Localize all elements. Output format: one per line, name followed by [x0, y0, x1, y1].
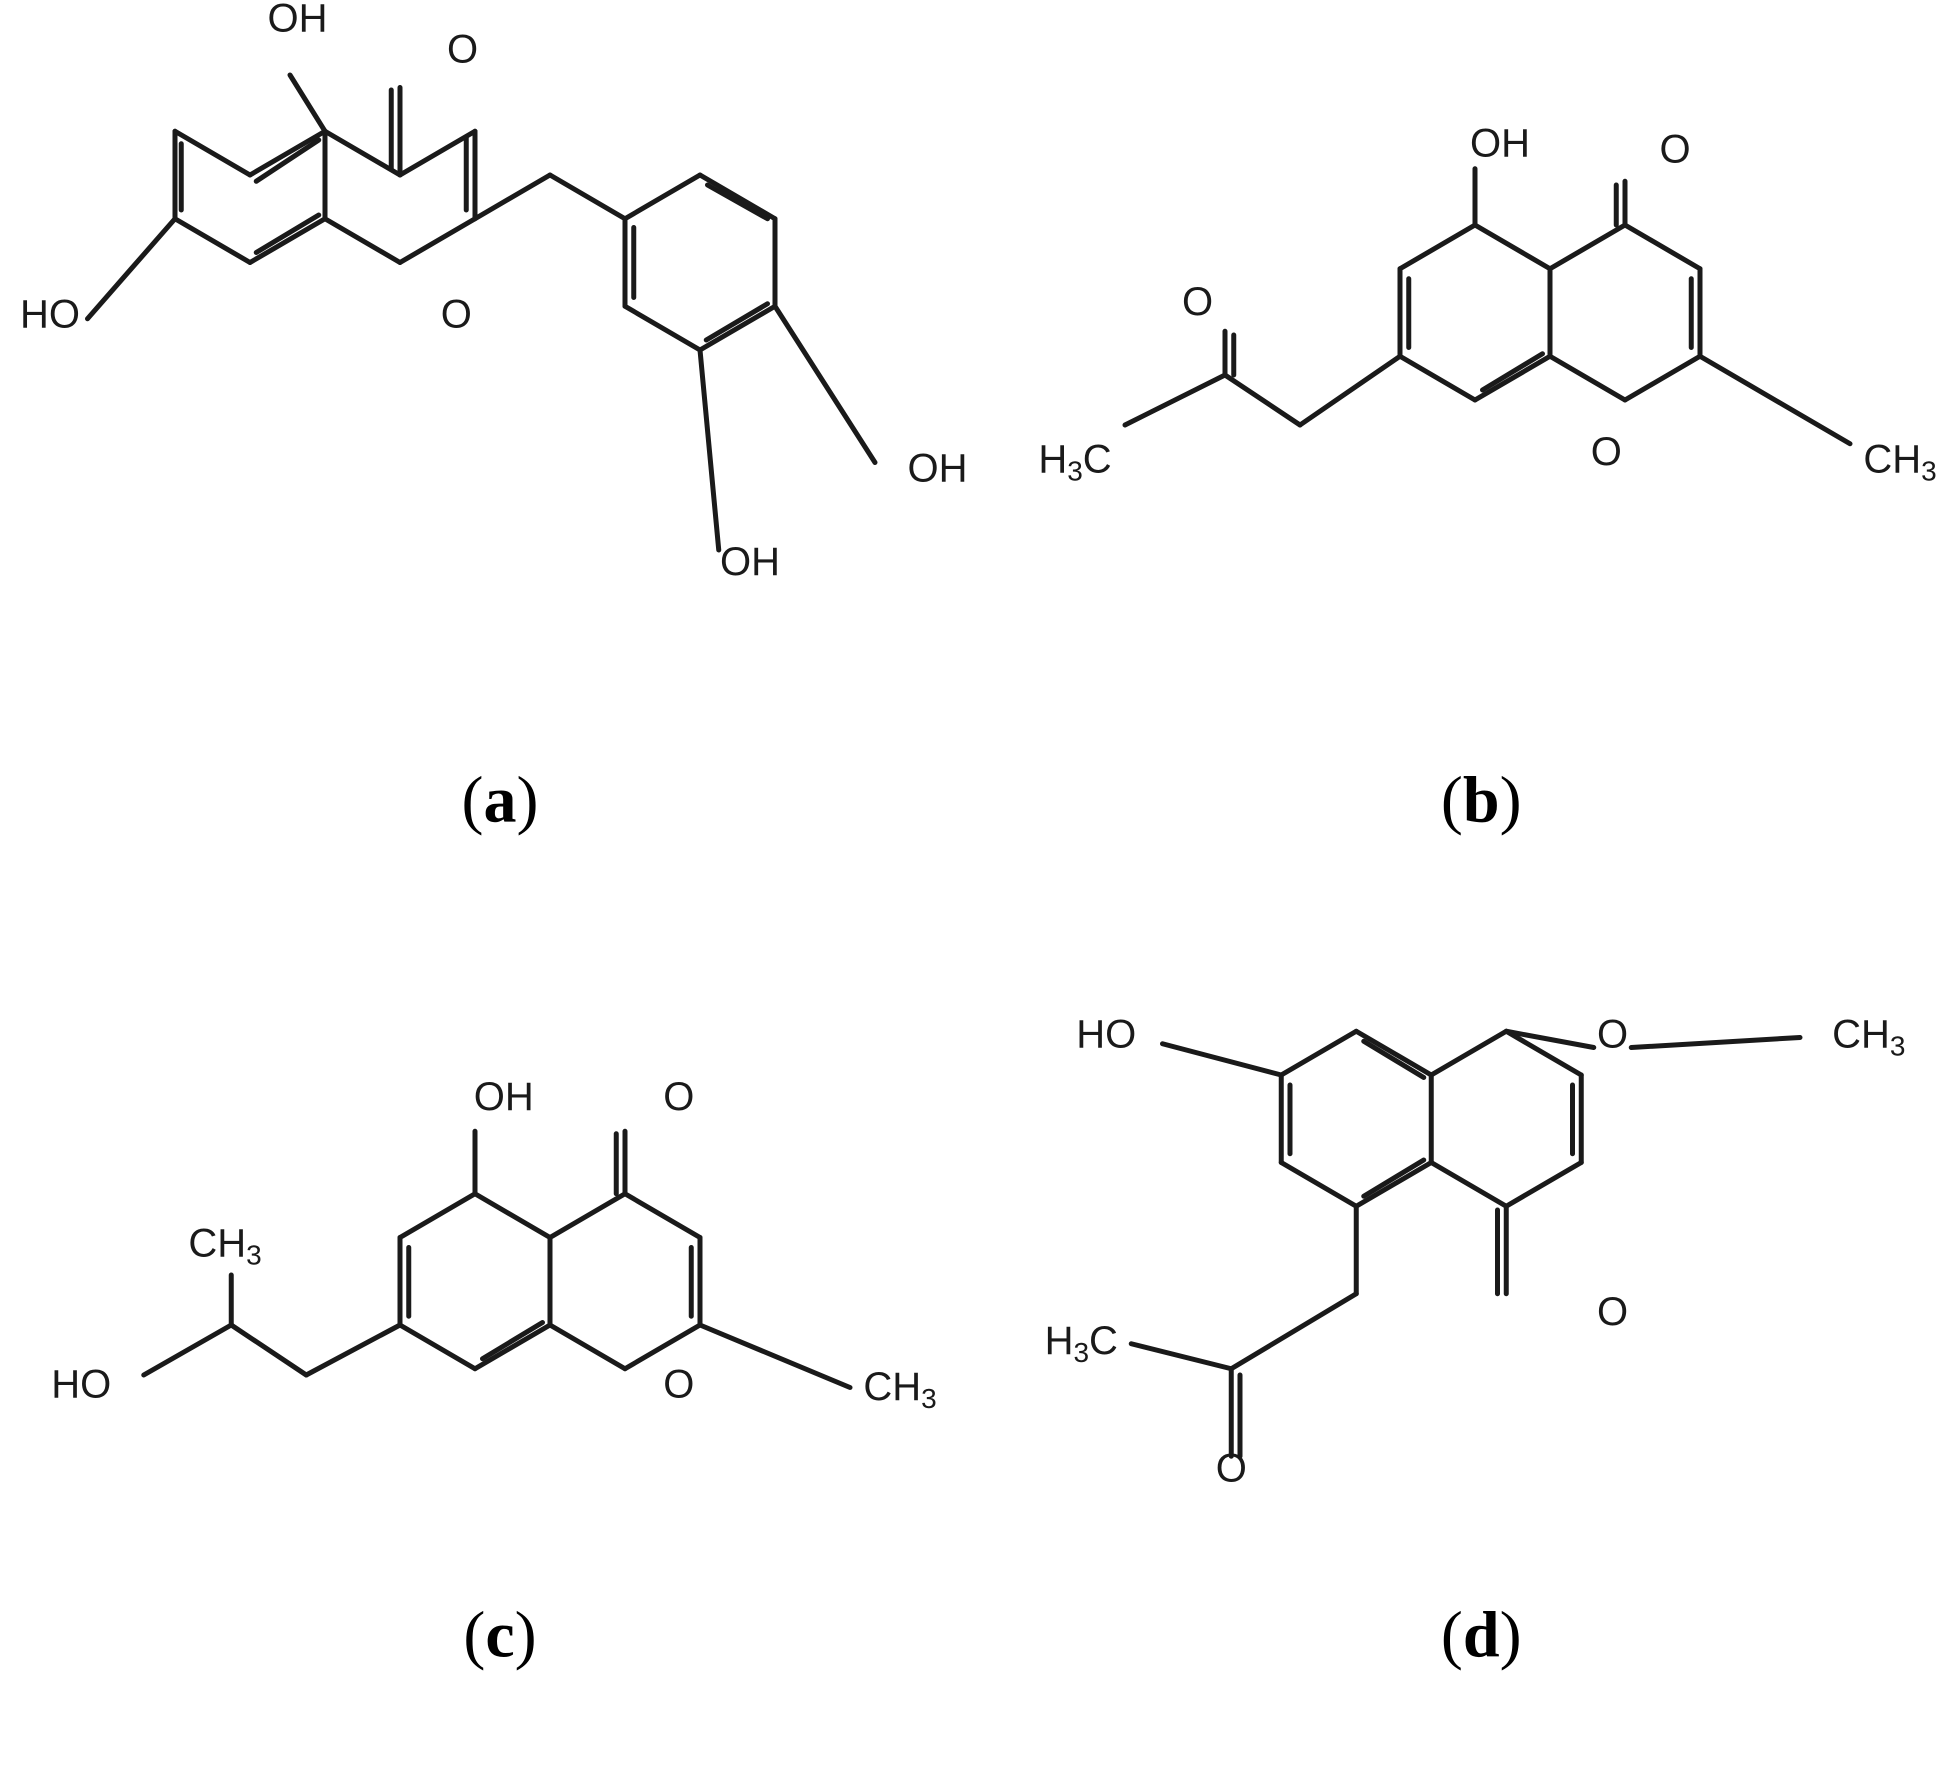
- bond-line: [697, 303, 778, 353]
- bond-line: [247, 216, 328, 265]
- panel-caption-d: (d): [1441, 1598, 1522, 1671]
- panel-caption-a: (a): [462, 763, 539, 836]
- bond-line: [1428, 1028, 1509, 1078]
- bond-line: [1278, 1160, 1359, 1209]
- bond-line: [303, 1322, 403, 1378]
- bond-line: [1697, 353, 1853, 447]
- structure-panel-a: OH O HO O OH OH (a): [20, 0, 968, 836]
- bond-line: [85, 216, 178, 322]
- bond-line: [228, 1322, 309, 1378]
- atom-label-h3c: H3C: [1038, 438, 1111, 487]
- atom-label-oh-5: OH: [268, 0, 328, 40]
- bond-line: [1353, 1028, 1434, 1078]
- bond-line: [397, 1191, 478, 1240]
- bond-line: [1472, 353, 1553, 403]
- bond-line: [172, 128, 253, 178]
- bond-line: [1503, 1028, 1584, 1078]
- bond-line: [622, 1191, 703, 1240]
- bond-line: [1397, 222, 1478, 272]
- bond-line: [1397, 353, 1478, 403]
- atom-label-o-4: O: [447, 28, 478, 72]
- bond-line: [547, 172, 628, 222]
- bond-line: [772, 303, 878, 465]
- panel-caption-c: (c): [463, 1598, 536, 1671]
- bond-line: [547, 1322, 628, 1372]
- bond-line: [472, 1322, 553, 1372]
- bond-line: [1547, 222, 1628, 272]
- bond-line: [1228, 1291, 1359, 1372]
- atom-label-ho-7: HO: [1076, 1013, 1136, 1057]
- bond-line: [1128, 1341, 1234, 1372]
- bond-line: [1472, 222, 1553, 272]
- bond-line: [697, 172, 778, 222]
- atom-label-o-keto: O: [1182, 280, 1213, 324]
- bond-line: [1222, 372, 1303, 428]
- bond-line: [622, 303, 703, 353]
- atom-label-o-keto: O: [1216, 1446, 1247, 1490]
- atom-label-oh-4p: OH: [908, 446, 968, 490]
- bond-line: [1503, 1028, 1597, 1050]
- atom-label-oh-5: OH: [1470, 121, 1530, 165]
- panel-caption-b: (b): [1441, 763, 1522, 836]
- bond-line: [1361, 1038, 1427, 1080]
- bond-line: [253, 137, 322, 184]
- atom-label-o-1: O: [663, 1363, 694, 1407]
- bond-line: [697, 1322, 853, 1390]
- bond-line: [480, 1320, 545, 1362]
- atom-label-ch3-2: CH3: [1863, 438, 1936, 487]
- bond-line: [322, 216, 403, 265]
- atom-label-o-4: O: [1597, 1290, 1628, 1334]
- atom-label-ho-side: HO: [51, 1363, 111, 1407]
- bond-line: [172, 216, 253, 265]
- bond-line: [697, 347, 722, 553]
- bond-line: [1503, 1160, 1584, 1209]
- atom-label-o-4: O: [663, 1075, 694, 1119]
- bond-line: [1547, 353, 1628, 403]
- bond-line: [1160, 1041, 1284, 1078]
- bond-line: [1122, 372, 1228, 428]
- structure-panel-b: OH O O H3C O CH3 (b): [1038, 121, 1936, 836]
- atom-label-h3c: H3C: [1045, 1319, 1118, 1368]
- bond-line: [622, 1322, 703, 1372]
- bond-line: [705, 182, 770, 222]
- bond-line: [253, 212, 322, 255]
- atom-label-o-1: O: [1591, 430, 1622, 474]
- bond-line: [397, 128, 478, 178]
- atom-label-ho-7: HO: [20, 293, 80, 337]
- atom-label-o-4: O: [1659, 128, 1690, 172]
- atom-label-o-1: O: [1597, 1013, 1628, 1057]
- atom-label-ch3-side: CH3: [188, 1221, 261, 1270]
- atom-label-o-1: O: [441, 293, 472, 337]
- bond-line: [141, 1322, 234, 1378]
- bond-line: [1297, 353, 1403, 428]
- bond-line: [397, 1322, 478, 1372]
- bond-line: [472, 172, 553, 222]
- bond-line: [1428, 1160, 1509, 1209]
- bond-line: [397, 216, 478, 265]
- bond-line: [1622, 353, 1703, 403]
- bond-line: [322, 128, 403, 178]
- bond-line: [1628, 1035, 1803, 1050]
- atom-label-oh-5: OH: [474, 1075, 534, 1119]
- bond-line: [622, 172, 703, 222]
- bond-line: [1361, 1157, 1427, 1199]
- bond-line: [1353, 1160, 1434, 1209]
- atom-label-ch3-2: CH3: [1832, 1013, 1905, 1062]
- bond-line: [1480, 351, 1545, 393]
- bond-line: [287, 72, 328, 134]
- bond-line: [547, 1191, 628, 1240]
- atom-label-ch3-2: CH3: [863, 1365, 936, 1414]
- bond-line: [1278, 1028, 1359, 1078]
- atom-label-oh-3p: OH: [720, 540, 780, 584]
- bond-line: [472, 1191, 553, 1240]
- bond-line: [703, 301, 770, 343]
- bond-line: [1622, 222, 1703, 272]
- bond-line: [247, 128, 328, 178]
